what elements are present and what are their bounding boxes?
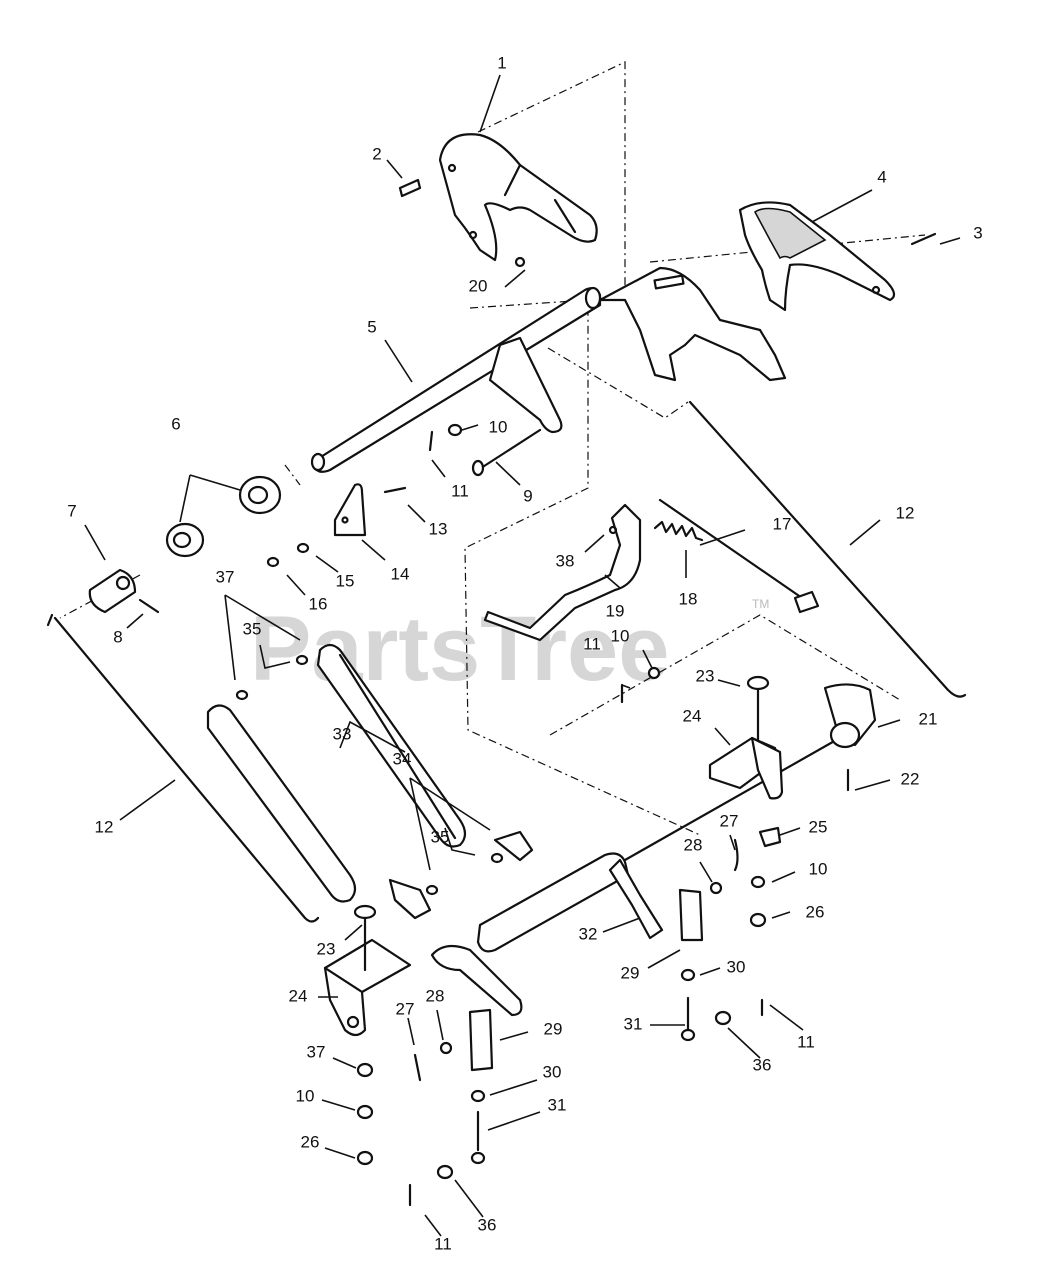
part-17-rod xyxy=(658,498,820,614)
callout-labels: 1 2 3 4 5 6 7 8 9 10 10 10 10 11 11 11 1… xyxy=(67,53,982,1253)
callout-10c: 10 xyxy=(809,859,828,878)
part-20-nut xyxy=(514,256,526,268)
callout-6: 6 xyxy=(171,414,180,433)
callout-19: 19 xyxy=(606,601,625,620)
part-4-cover xyxy=(738,201,896,312)
callout-12a: 12 xyxy=(896,503,915,522)
callout-35a: 35 xyxy=(243,619,262,638)
callout-11a: 11 xyxy=(451,481,469,500)
callout-33: 33 xyxy=(333,724,352,743)
callout-23b: 23 xyxy=(317,939,336,958)
callout-29b: 29 xyxy=(544,1019,563,1038)
callout-13: 13 xyxy=(429,519,448,538)
part-7-collar xyxy=(88,568,160,614)
callout-21: 21 xyxy=(919,709,938,728)
callout-27b: 27 xyxy=(396,999,415,1018)
callout-38: 38 xyxy=(556,551,575,570)
callout-28a: 28 xyxy=(684,835,703,854)
hardware-upper xyxy=(428,423,463,452)
part-33-gas-springs xyxy=(206,643,534,920)
leader-lines xyxy=(84,74,961,1237)
callout-11c: 11 xyxy=(797,1032,815,1051)
callout-7: 7 xyxy=(67,501,76,520)
callout-24b: 24 xyxy=(289,986,308,1005)
part-6-bushings xyxy=(165,475,282,558)
part-31-studs xyxy=(476,996,690,1152)
callout-15: 15 xyxy=(336,571,355,590)
callout-23a: 23 xyxy=(696,666,715,685)
part-12-rods xyxy=(46,400,967,923)
callout-27a: 27 xyxy=(720,811,739,830)
callout-35b: 35 xyxy=(431,827,450,846)
callout-20: 20 xyxy=(469,276,488,295)
callout-26a: 26 xyxy=(806,902,825,921)
callout-4: 4 xyxy=(877,167,886,186)
callout-28b: 28 xyxy=(426,986,445,1005)
callout-5: 5 xyxy=(367,317,376,336)
callout-26b: 26 xyxy=(301,1132,320,1151)
screws-2-3 xyxy=(398,178,937,246)
callout-18: 18 xyxy=(679,589,698,608)
callout-8: 8 xyxy=(113,627,122,646)
callout-30a: 30 xyxy=(727,957,746,976)
part-9-bolt xyxy=(471,428,542,477)
part-32-lift-shaft xyxy=(430,733,847,1017)
callout-10b: 10 xyxy=(611,626,630,645)
callout-3: 3 xyxy=(973,223,982,242)
part-5-shaft xyxy=(310,266,787,473)
callout-36a: 36 xyxy=(753,1055,772,1074)
callout-12b: 12 xyxy=(95,817,114,836)
callout-1: 1 xyxy=(497,53,506,72)
callout-11b: 11 xyxy=(583,634,601,653)
callout-31b: 31 xyxy=(548,1095,567,1114)
callout-37b: 37 xyxy=(307,1042,326,1061)
callout-14: 14 xyxy=(391,564,410,583)
callout-34: 34 xyxy=(393,749,412,768)
callout-32: 32 xyxy=(579,924,598,943)
callout-11d: 11 xyxy=(434,1234,452,1253)
callout-10a: 10 xyxy=(489,417,508,436)
callout-24a: 24 xyxy=(683,706,702,725)
callout-25: 25 xyxy=(809,817,828,836)
part-29-links xyxy=(468,888,704,1072)
callout-30b: 30 xyxy=(543,1062,562,1081)
part-21-cam xyxy=(823,683,877,792)
part-24-brackets xyxy=(323,736,784,1037)
part-1-cover xyxy=(438,133,598,262)
watermark-tm: TM xyxy=(752,597,769,611)
part-23-bolts xyxy=(353,675,770,972)
part-18-spring xyxy=(653,520,704,542)
callout-10d: 10 xyxy=(296,1086,315,1105)
callout-29a: 29 xyxy=(621,963,640,982)
part-14-bracket xyxy=(266,483,407,568)
hardware-lower xyxy=(235,525,782,1207)
callout-37a: 37 xyxy=(216,567,235,586)
callout-9: 9 xyxy=(523,486,532,505)
part-19-lever xyxy=(483,503,642,642)
callout-22: 22 xyxy=(901,769,920,788)
callout-2: 2 xyxy=(372,144,381,163)
callout-17: 17 xyxy=(773,514,792,533)
callout-36b: 36 xyxy=(478,1215,497,1234)
callout-31a: 31 xyxy=(624,1014,643,1033)
callout-16: 16 xyxy=(309,594,328,613)
